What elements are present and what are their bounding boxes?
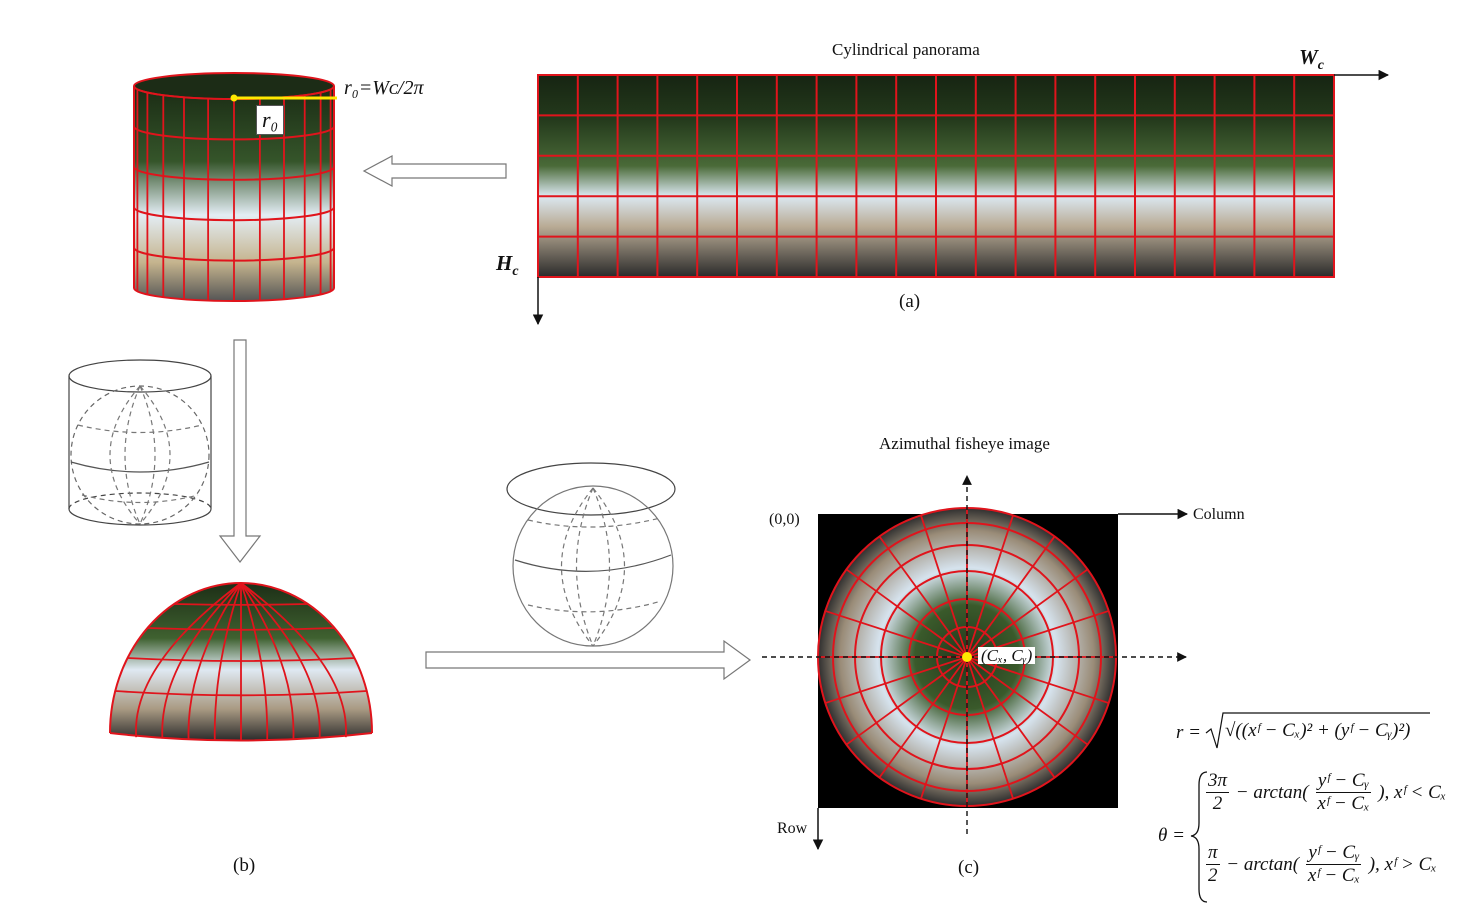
cylinder-grid [133,85,335,302]
textured-cylinder [133,72,337,302]
height-label: Hc [496,251,519,280]
row-label: Row [777,820,808,837]
panorama-image [537,74,1335,278]
panorama-grid [537,74,1335,278]
fisheye-spoke [878,656,968,779]
hemisphere-longitude [240,582,295,740]
fisheye-spoke [845,568,968,658]
radius-label: r₀ [256,105,285,135]
cylinder-center-dot [230,94,238,102]
theta-equation-lhs: θ = [1158,825,1185,846]
fisheye-spoke [966,535,1056,658]
fisheye-center-dot [962,652,972,662]
radius-equation-lhs: r = [1176,722,1201,743]
arrow-hemisphere-to-fisheye [425,639,752,681]
hemisphere-longitude [240,582,347,738]
hemisphere-longitude [240,582,269,740]
caption-a: (a) [899,291,921,312]
radius-formula: r₀=Wᴄ/2π [344,77,424,99]
hemisphere-longitude [187,582,242,740]
textured-hemisphere [109,582,373,742]
fisheye-spoke [966,515,1014,658]
caption-c: (c) [958,857,980,878]
column-label: Column [1193,506,1245,523]
origin-label: (0,0) [769,511,800,528]
fisheye-spoke [966,568,1089,658]
fisheye-spoke [825,656,968,704]
panorama-title: Cylindrical panorama [832,40,980,59]
arrow-panorama-to-cylinder [362,154,507,188]
sphere-with-disc-sketch [506,462,676,647]
width-label: Wc [1299,45,1324,74]
center-label: (Cₓ, Cᵧ) [978,647,1036,664]
hemisphere-longitude [161,582,242,739]
hemisphere-longitude [213,582,242,740]
fisheye-spoke [920,656,968,799]
piecewise-brace [1190,771,1208,903]
fisheye-spoke [966,656,1089,746]
hemisphere-base-ring [109,732,373,742]
fisheye-spoke [966,656,1056,779]
hemisphere-longitude [240,582,321,739]
fisheye-spoke [920,515,968,658]
fisheye-title: Azimuthal fisheye image [879,434,1050,453]
radius-equation-rhs: √((xᶠ − Cₓ)² + (yᶠ − Cᵧ)²) [1225,720,1411,741]
caption-b: (b) [233,855,256,876]
sqrt-sign [1205,712,1430,749]
fisheye-spoke [825,610,968,658]
fisheye-spoke [845,656,968,746]
fisheye-spoke [878,535,968,658]
hemisphere-grid [109,582,373,742]
arrow-cylinder-to-dome [218,339,262,563]
sphere-in-cylinder-sketch [68,359,212,526]
hemisphere-longitude [135,582,242,738]
fisheye-spoke [966,656,1014,799]
fisheye-spoke [966,656,1109,704]
